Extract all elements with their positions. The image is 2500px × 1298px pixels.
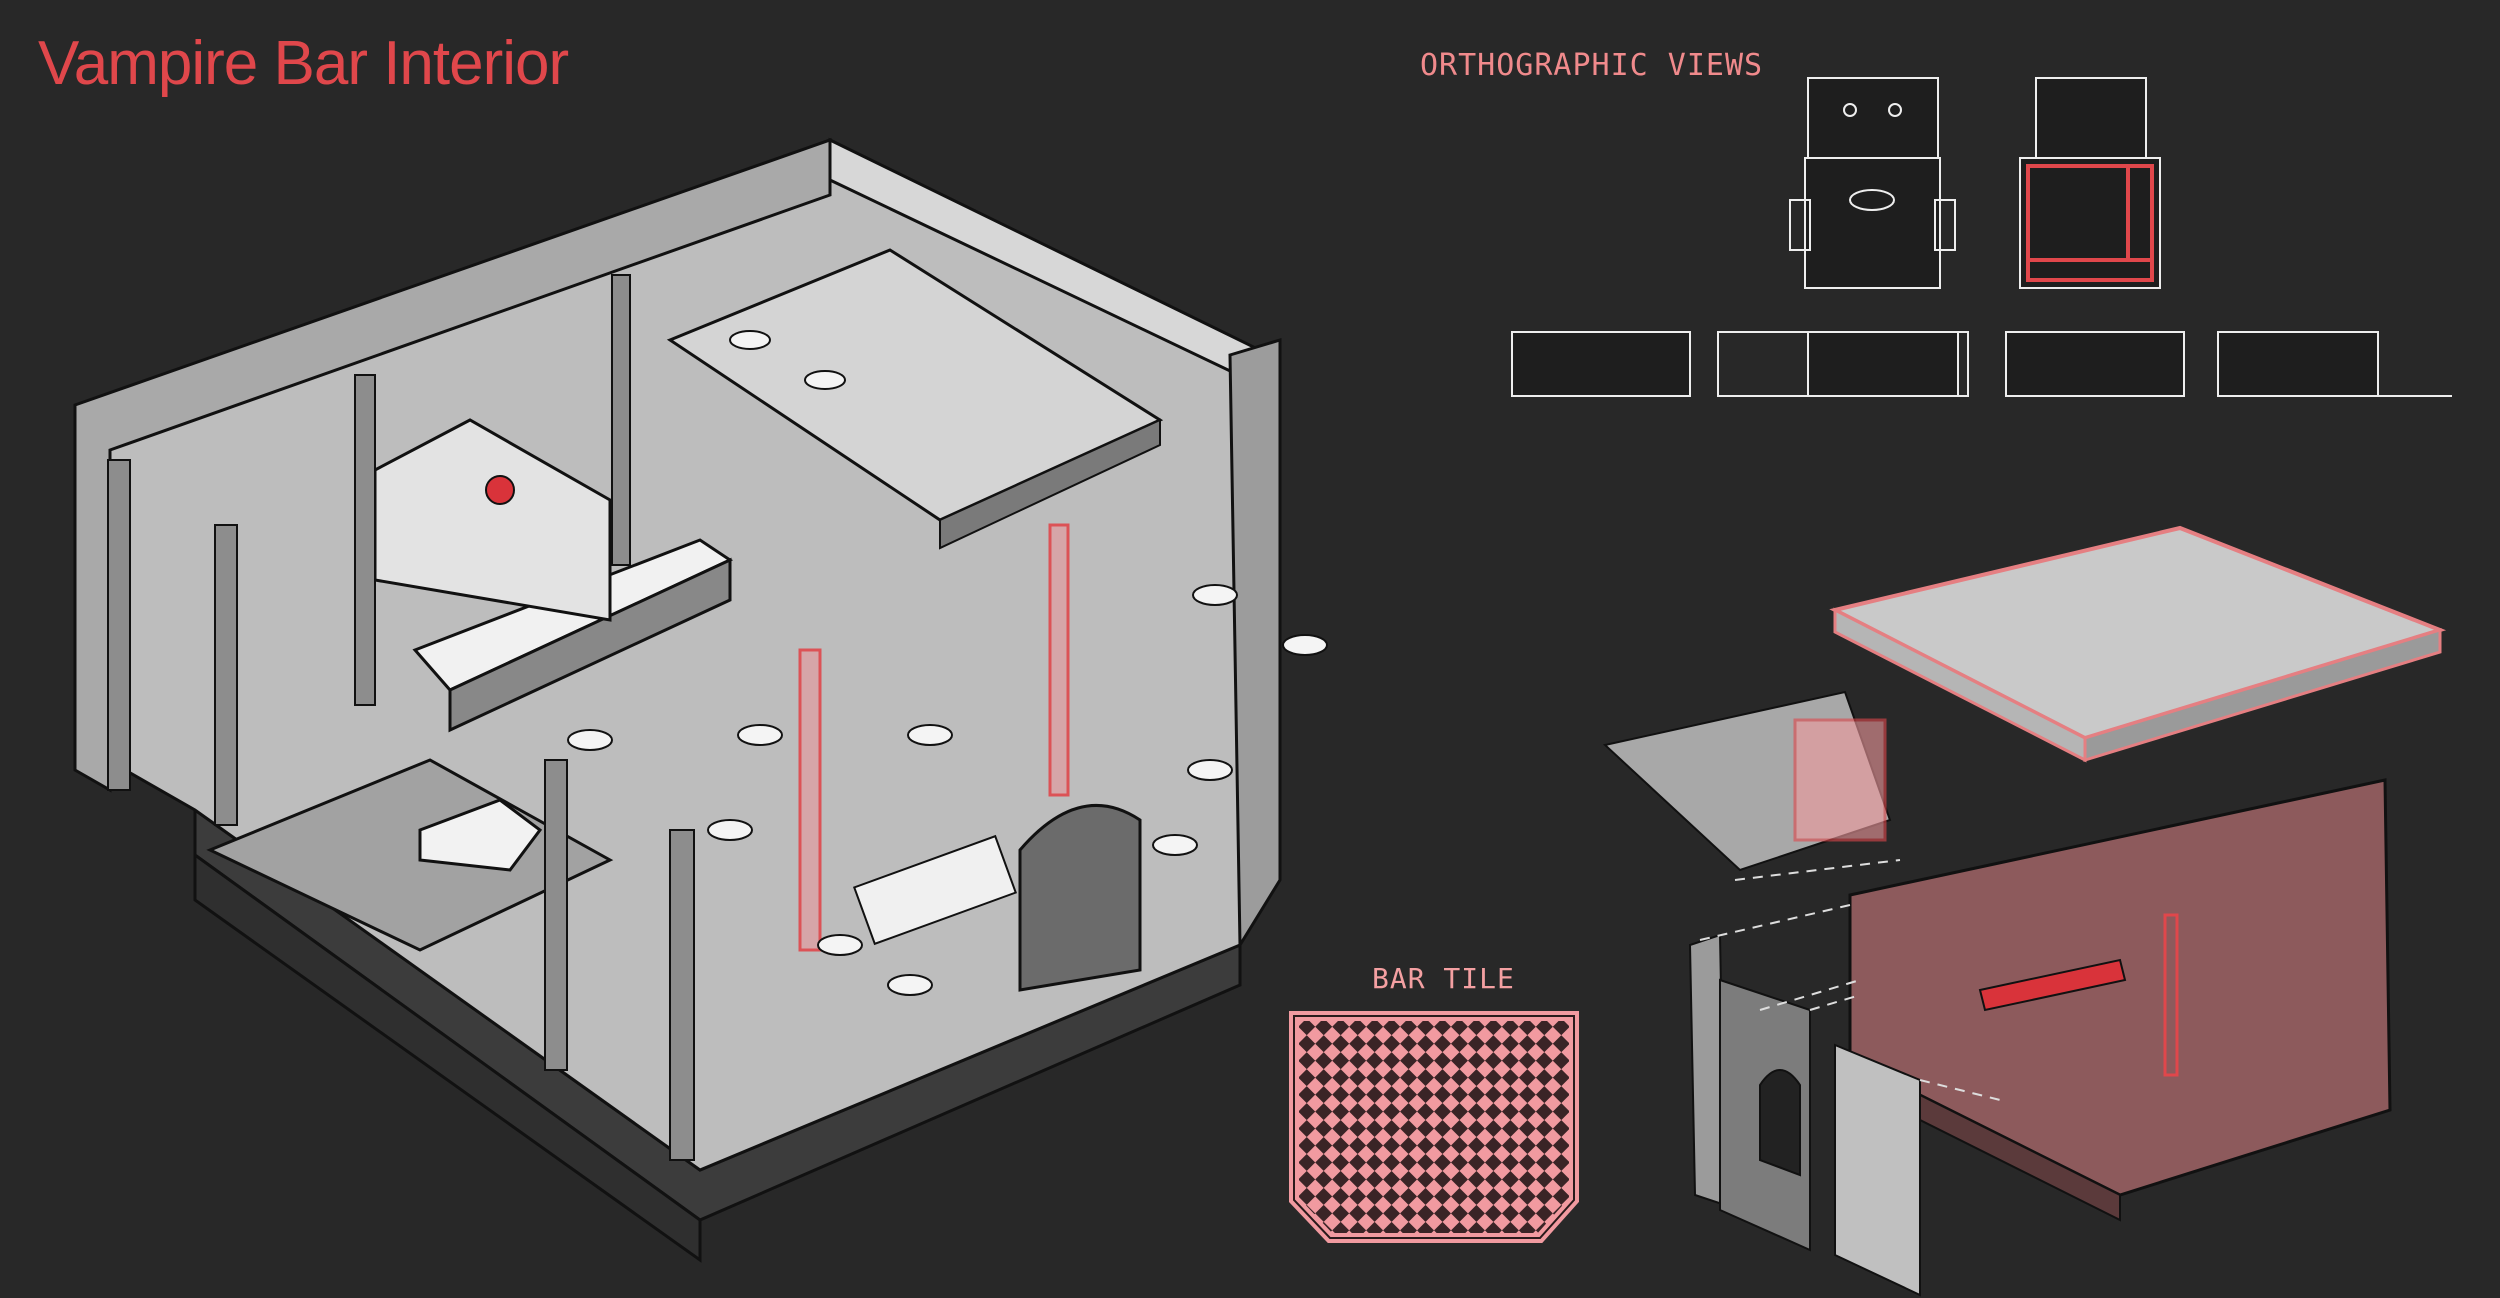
bar-tile xyxy=(1289,1011,1579,1243)
exploded-view xyxy=(1602,525,2447,1297)
orthographic-views xyxy=(1511,77,2452,397)
bar-tile-label: BAR TILE xyxy=(1372,962,1515,995)
page-title: Vampire Bar Interior xyxy=(38,29,569,98)
orthographic-views-label: ORTHOGRAPHIC VIEWS xyxy=(1420,48,1764,83)
main-isometric-cutaway xyxy=(73,137,1328,1263)
